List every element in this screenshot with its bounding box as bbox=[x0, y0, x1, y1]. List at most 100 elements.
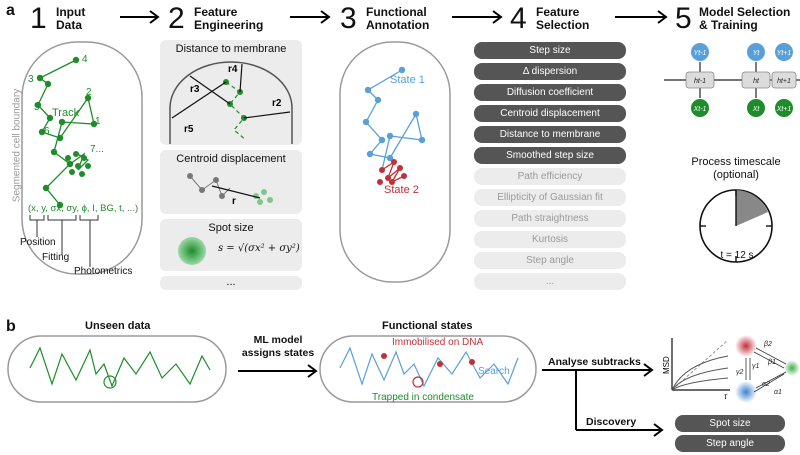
input-cell-diagram: 4 3 5 2 1 6 7... Track bbox=[21, 41, 143, 275]
feature-vector: (x, y, σx, σy, ϕ, I, BG, t, ...) bbox=[28, 203, 139, 214]
y-label-3: Yt+1 bbox=[777, 50, 792, 57]
state2-node bbox=[397, 165, 403, 171]
node-number-4: 4 bbox=[82, 54, 88, 65]
state1-node bbox=[386, 154, 394, 162]
centroid-track-gray bbox=[189, 175, 231, 197]
track-node bbox=[66, 160, 74, 168]
spot-formula: s = √(σx² + σy²) bbox=[218, 243, 300, 254]
x-node-1 bbox=[691, 99, 709, 117]
step-3-number: 3 bbox=[340, 2, 357, 35]
r5-line bbox=[171, 81, 227, 119]
position-bracket bbox=[29, 215, 45, 221]
panel-b-letter: b bbox=[6, 318, 16, 335]
functional-cell-boundary bbox=[319, 335, 537, 403]
h-label-2: ht bbox=[753, 78, 760, 85]
feature-smoothed-step-size: Smoothed step size bbox=[474, 147, 626, 164]
state1-node bbox=[362, 118, 370, 126]
step-4-header: 4 Feature Selection bbox=[510, 2, 620, 38]
y-label-1: Yt-1 bbox=[694, 50, 707, 57]
green-node bbox=[261, 189, 267, 195]
rate-alpha2: α2 bbox=[762, 381, 770, 388]
cell-boundary bbox=[21, 41, 143, 275]
immobilised-spot-2 bbox=[437, 361, 443, 367]
rate-beta2: β2 bbox=[763, 341, 772, 348]
unseen-track bbox=[29, 346, 211, 388]
state2-node bbox=[389, 179, 395, 185]
cluster-node bbox=[85, 163, 91, 169]
distance-membrane-diagram: r4 r3 r2 r5 bbox=[169, 61, 293, 144]
x-node-3 bbox=[775, 99, 793, 117]
y-label-2: Yt bbox=[753, 50, 761, 57]
ml-model-label: ML model assigns states bbox=[241, 334, 315, 359]
track-node bbox=[90, 120, 98, 128]
step-5-header: 5 Model Selection & Training bbox=[675, 2, 799, 38]
trapped-cluster bbox=[412, 376, 424, 388]
state1-node bbox=[412, 110, 420, 118]
r5-label: r5 bbox=[184, 124, 194, 135]
photometrics-label: Photometrics bbox=[74, 266, 133, 277]
annotation-cell-boundary bbox=[339, 41, 451, 283]
unseen-data-title: Unseen data bbox=[85, 320, 151, 332]
centroid-r-label: r bbox=[232, 196, 236, 207]
step-2-number: 2 bbox=[168, 2, 185, 35]
fitting-label: Fitting bbox=[42, 252, 70, 263]
msd-curve-2 bbox=[671, 367, 729, 391]
step-4-title: Feature Selection bbox=[536, 5, 590, 32]
step-1-header: 1 Input Data bbox=[30, 2, 110, 38]
feature-ellipticity: Ellipticity of Gaussian fit bbox=[474, 189, 626, 206]
state-red bbox=[735, 335, 757, 357]
step-2-header: 2 Feature Engineering bbox=[168, 2, 288, 38]
track-node bbox=[34, 101, 42, 109]
cluster-node bbox=[69, 169, 75, 175]
position-label: Position bbox=[20, 237, 56, 248]
feature-centroid-displacement: Centroid displacement bbox=[474, 105, 626, 122]
track-node bbox=[50, 148, 58, 156]
trapped-label: Trapped in condensate bbox=[372, 392, 474, 403]
node-number-1: 1 bbox=[95, 116, 101, 127]
cluster-node bbox=[65, 155, 71, 161]
feature-kurtosis: Kurtosis bbox=[474, 231, 626, 248]
node-number-2: 2 bbox=[86, 87, 92, 98]
msd-curve-3 bbox=[671, 377, 729, 391]
state-transitions: β2 γ1 β1 γ2 α2 α1 bbox=[735, 335, 800, 403]
functional-states-cell bbox=[319, 335, 537, 403]
h-node-1 bbox=[685, 71, 715, 89]
h-label-3: ht+1 bbox=[777, 78, 791, 85]
feature-more: ... bbox=[474, 273, 626, 290]
x-label-3: Xt+1 bbox=[776, 106, 792, 113]
clock-wedge bbox=[736, 190, 768, 226]
step-3-title: Functional Annotation bbox=[366, 5, 430, 32]
immobilised-spot-3 bbox=[469, 359, 475, 365]
annotation-cell-diagram bbox=[339, 41, 451, 283]
step-1-number: 1 bbox=[30, 2, 47, 35]
discovered-spot-size: Spot size bbox=[675, 415, 785, 432]
h-node-3 bbox=[771, 71, 797, 89]
search-track bbox=[339, 346, 519, 388]
immobilised-spot-1 bbox=[381, 353, 387, 359]
timescale-title: Process timescale (optional) bbox=[691, 156, 781, 181]
x-label-2: Xt bbox=[752, 106, 761, 113]
state1-node bbox=[418, 136, 426, 144]
unseen-cell-boundary bbox=[7, 335, 227, 403]
state2-node bbox=[385, 175, 391, 181]
rate-gamma2: γ2 bbox=[736, 369, 744, 376]
r2-label: r2 bbox=[272, 98, 282, 109]
track-node bbox=[56, 201, 64, 209]
state-2-label: State 2 bbox=[384, 184, 419, 196]
state-1-label: State 1 bbox=[390, 74, 425, 86]
r4-line bbox=[239, 63, 243, 93]
membrane-arc bbox=[169, 61, 293, 144]
r4-label: r4 bbox=[228, 64, 238, 75]
step-5-title: Model Selection & Training bbox=[699, 5, 791, 32]
node-number-3: 3 bbox=[28, 74, 34, 85]
unseen-data-cell bbox=[7, 335, 227, 403]
panel-a-letter: a bbox=[6, 2, 15, 19]
step-1-title: Input Data bbox=[56, 5, 86, 32]
msd-curve-1 bbox=[671, 355, 729, 391]
feature-distance-to-membrane: Distance to membrane bbox=[474, 126, 626, 143]
state2-node bbox=[391, 159, 397, 165]
h-label-1: ht-1 bbox=[694, 78, 706, 85]
cell-boundary-label: Segmented cell boundary bbox=[11, 88, 23, 203]
transition-red-green bbox=[755, 347, 787, 365]
timescale-value: t = 12 s bbox=[720, 250, 754, 261]
